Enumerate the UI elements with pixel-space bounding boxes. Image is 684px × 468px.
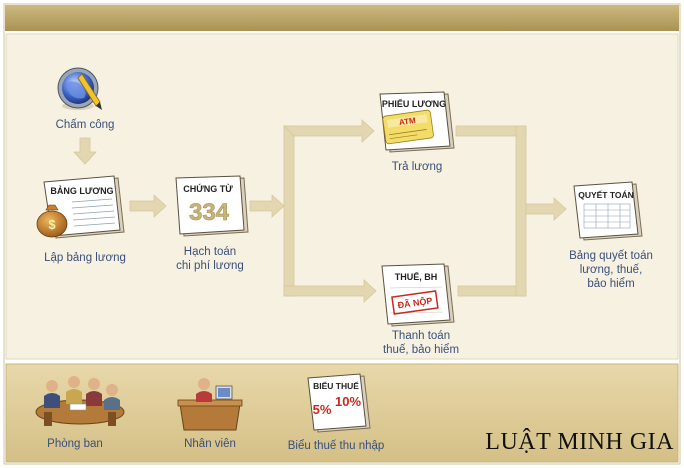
cham-cong-globe-icon: [57, 67, 102, 110]
label-lap-bang-luong: Lập bảng lương: [44, 252, 126, 264]
arrow-to-quyet-toan: [525, 197, 567, 221]
atm-card-icon: ATM: [382, 109, 434, 145]
svg-text:ATM: ATM: [398, 116, 416, 127]
bang-luong-document: BẢNG LƯƠNG $: [36, 175, 125, 239]
label-quyet-toan-line1: Bảng quyết toán: [569, 250, 653, 262]
phieu-luong-document: PHIẾU LƯƠNG ATM: [379, 91, 455, 153]
doc-bang-luong-title: BẢNG LƯƠNG: [50, 185, 113, 196]
money-bag-icon: [36, 210, 68, 238]
arrow-bang-luong-to-chung-tu: [129, 194, 167, 218]
label-thanh-toan-line1: Thanh toán: [391, 330, 451, 342]
doc-chung-tu-number: 334: [189, 199, 230, 226]
label-cham-cong: Chấm công: [55, 119, 115, 131]
da-nop-stamp: ĐÃ NỘP: [391, 290, 439, 315]
thue-bh-document: THUẾ, BH ĐÃ NỘP: [381, 263, 455, 327]
label-thanh-toan-line2: thuế, bảo hiểm: [382, 344, 460, 356]
brand-watermark: LUẬT MINH GIA: [485, 429, 674, 455]
svg-text:ĐÃ NỘP: ĐÃ NỘP: [397, 295, 433, 311]
bieu-thue-document: BIỂU THUẾ 5% 10%: [307, 373, 371, 433]
label-tra-luong: Trả lương: [391, 161, 443, 173]
svg-text:$: $: [48, 217, 56, 232]
label-quyet-toan-line2: lương, thuế,: [579, 264, 643, 276]
frame-border: [3, 3, 681, 465]
quyet-toan-document: QUYẾT TOÁN: [573, 181, 643, 241]
label-nhan-vien: Nhân viên: [184, 438, 236, 450]
label-hach-toan-line1: Hạch toán: [183, 246, 237, 258]
split-trunk-left: [283, 125, 295, 297]
arrow-to-tra-luong: [283, 119, 375, 143]
doc-bieu-thue-title: BIỂU THUẾ: [313, 380, 359, 391]
label-hach-toan-line2: chi phí lương: [176, 260, 244, 272]
label-bieu-thue-thu-nhap: Biểu thuế thu nhập: [287, 440, 385, 452]
join-upper: [455, 125, 527, 137]
label-phong-ban: Phòng ban: [47, 438, 103, 450]
label-quyet-toan-line3: bảo hiểm: [587, 278, 635, 290]
doc-chung-tu-title: CHỨNG TỪ: [183, 183, 233, 194]
phong-ban-icon: [35, 376, 125, 426]
doc-quyet-toan-title: QUYẾT TOÁN: [578, 190, 634, 200]
doc-thue-bh-title: THUẾ, BH: [395, 272, 438, 282]
tax-rate-low: 5%: [313, 402, 332, 417]
arrow-down-cham-cong: [73, 137, 97, 165]
chung-tu-document: CHỨNG TỪ 334: [175, 175, 249, 237]
join-trunk-right: [515, 125, 527, 297]
flow-arrows: [73, 119, 567, 303]
nhan-vien-icon: [177, 378, 243, 431]
arrow-to-thanh-toan: [283, 279, 377, 303]
arrow-chung-tu-to-split: [249, 194, 285, 218]
tax-rate-high: 10%: [335, 394, 361, 409]
header-bar: [5, 5, 679, 31]
doc-phieu-luong-title: PHIẾU LƯƠNG: [382, 99, 446, 109]
